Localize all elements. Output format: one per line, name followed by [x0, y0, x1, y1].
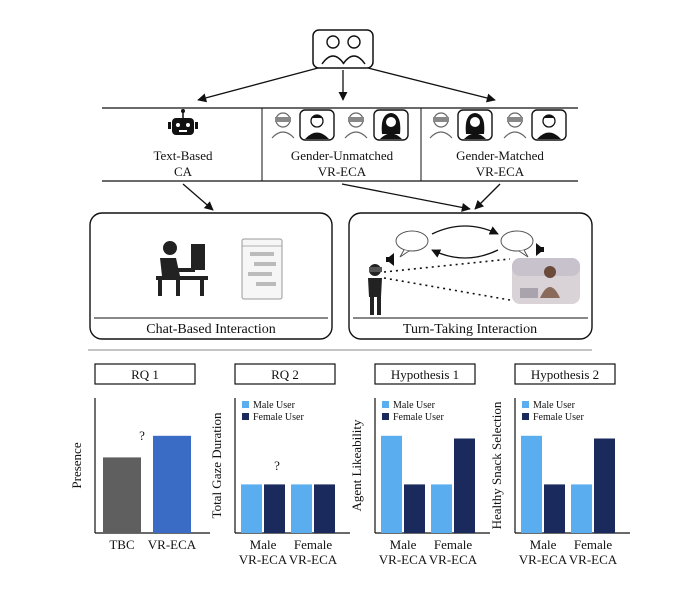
panel-title-box: [234, 363, 336, 385]
bar: [594, 438, 615, 533]
bar: [454, 438, 475, 533]
bar: [571, 484, 592, 533]
legend-swatch: [522, 413, 529, 420]
x-tick-label: VR-ECA: [289, 552, 338, 567]
vr-user-icon: [429, 112, 453, 139]
condition-label-line1: Text-Based: [153, 148, 213, 163]
chat-interaction-box: Chat-Based Interaction: [89, 212, 333, 340]
legend-swatch: [522, 401, 529, 408]
x-tick-label: VR-ECA: [429, 552, 478, 567]
panel-title: RQ 2: [271, 367, 299, 382]
bar: [431, 484, 452, 533]
y-axis-label: Healthy Snack Selection: [489, 401, 504, 529]
arrow-to-matched: [367, 67, 496, 103]
arrow-to-text-ca: [197, 67, 319, 103]
bar: [521, 435, 542, 533]
bar: [314, 484, 335, 533]
bar: [264, 484, 285, 533]
panel-title-box: [94, 363, 196, 385]
x-tick-label: Female: [574, 537, 612, 552]
panel-title-box: [514, 363, 616, 385]
male-agent-icon: [531, 109, 567, 141]
female-agent-icon: [457, 109, 493, 141]
legend-label: Male User: [253, 400, 296, 411]
x-tick-label: TBC: [109, 537, 134, 552]
vr-user-icon: [503, 112, 527, 139]
speech-bubble-icon: [500, 230, 534, 258]
speaker-icon: [386, 253, 394, 266]
chatbot-icon: [168, 109, 198, 135]
arrow-to-turn-box: [341, 183, 471, 212]
question-mark: ?: [274, 458, 280, 473]
bar: [544, 484, 565, 533]
speech-bubble-icon: [395, 230, 429, 258]
question-mark: ?: [139, 428, 145, 443]
legend-swatch: [382, 413, 389, 420]
condition-label-line2: VR-ECA: [318, 164, 367, 179]
panel-title: Hypothesis 2: [531, 367, 599, 382]
legend-label: Male User: [393, 400, 436, 411]
vr-user-figure-icon: [368, 264, 382, 315]
bar: [153, 435, 191, 533]
desk-user-icon: [156, 241, 208, 296]
bar: [103, 457, 141, 533]
female-agent-icon: [373, 109, 409, 141]
vr-user-icon: [344, 112, 368, 139]
legend-label: Female User: [533, 412, 584, 423]
legend-swatch: [242, 401, 249, 408]
x-tick-label: Female: [434, 537, 472, 552]
bar: [291, 484, 312, 533]
y-axis-label: Agent Likeability: [349, 419, 364, 512]
vr-user-icon: [271, 112, 295, 139]
x-tick-label: Female: [294, 537, 332, 552]
x-tick-label: VR-ECA: [519, 552, 568, 567]
y-axis-label: Total Gaze Duration: [209, 412, 224, 518]
condition-label-line1: Gender-Unmatched: [291, 148, 394, 163]
panel-title: Hypothesis 1: [391, 367, 459, 382]
x-tick-label: Male: [530, 537, 557, 552]
y-axis-label: Presence: [69, 442, 84, 488]
bar: [241, 484, 262, 533]
agent-photo-icon: [512, 258, 580, 304]
legend-label: Female User: [393, 412, 444, 423]
users-icon: [312, 29, 374, 69]
x-tick-label: VR-ECA: [379, 552, 428, 567]
speaker-icon: [536, 243, 544, 256]
arrow-to-chat-box: [182, 183, 214, 211]
bar: [381, 435, 402, 533]
arrow-to-turn-box: [474, 183, 501, 210]
panel-title-box: [374, 363, 476, 385]
x-tick-label: VR-ECA: [239, 552, 288, 567]
male-agent-icon: [299, 109, 335, 141]
x-tick-label: VR-ECA: [569, 552, 618, 567]
panel-title: RQ 1: [131, 367, 159, 382]
x-tick-label: Male: [390, 537, 417, 552]
legend-label: Female User: [253, 412, 304, 423]
legend-swatch: [242, 413, 249, 420]
x-tick-label: Male: [250, 537, 277, 552]
turn-arrow: [431, 225, 499, 235]
chat-interaction-label: Chat-Based Interaction: [146, 322, 275, 337]
turn-interaction-label: Turn-Taking Interaction: [403, 322, 537, 337]
legend-swatch: [382, 401, 389, 408]
condition-label-line2: VR-ECA: [476, 164, 525, 179]
x-tick-label: VR-ECA: [148, 537, 197, 552]
turn-arrow: [431, 249, 499, 259]
condition-label-line2: CA: [174, 164, 193, 179]
condition-label-line1: Gender-Matched: [456, 148, 544, 163]
bar: [404, 484, 425, 533]
chat-window-icon: [241, 238, 283, 300]
legend-label: Male User: [533, 400, 576, 411]
